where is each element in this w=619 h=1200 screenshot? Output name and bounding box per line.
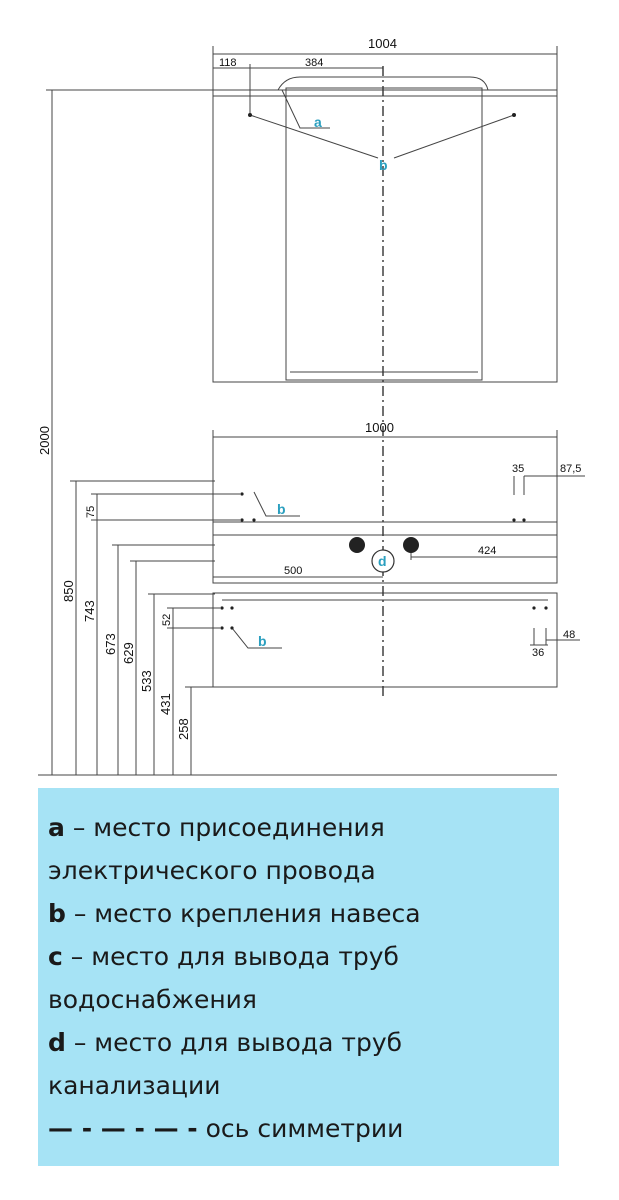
dim-text-384: 384 <box>305 57 323 69</box>
dim-text-1004: 1004 <box>368 36 397 51</box>
legend-line-8: — - — - — - ось симметрии <box>48 1107 549 1150</box>
dim-text-87-5: 87,5 <box>560 463 581 475</box>
mount-point-lower-2 <box>230 606 234 610</box>
legend-text: – место для вывода труб <box>62 942 399 971</box>
dim-text-1000: 1000 <box>365 420 394 435</box>
legend-key-axis: — - — - — - <box>48 1114 198 1143</box>
legend-line-2: электрического провода <box>48 849 549 892</box>
mirror-glass-panel <box>285 87 483 381</box>
water-pipe-outlet-right <box>403 537 419 553</box>
leader-b-right <box>393 114 515 159</box>
dim-text-48: 48 <box>563 629 575 641</box>
dim-text-75: 75 <box>85 506 97 518</box>
mount-point-upper-3 <box>252 518 256 522</box>
legend-text: электрического провода <box>48 856 376 885</box>
legend-text: – место для вывода труб <box>65 1028 403 1057</box>
legend-line-4: c – место для вывода труб <box>48 935 549 978</box>
legend-key-c: c <box>48 942 63 971</box>
dim-text-500: 500 <box>284 565 302 577</box>
mount-point-lower-3 <box>220 626 224 630</box>
tag-b-upper: b <box>277 501 286 517</box>
mount-point-mirror-left <box>248 113 252 117</box>
dim-text-743: 743 <box>82 600 97 622</box>
dim-text-118: 118 <box>219 57 237 69</box>
mount-point-lower-4 <box>230 626 234 630</box>
drain-outlet <box>371 549 395 573</box>
dim-text-424: 424 <box>478 545 496 557</box>
mount-point-upper-2 <box>240 518 244 522</box>
mount-point-lower-6 <box>544 606 548 610</box>
mirror-lamp <box>277 76 489 91</box>
technical-drawing: 1004 118 384 2000 1000 35 87,5 75 850 74… <box>37 36 585 776</box>
dim-text-35: 35 <box>512 463 524 475</box>
legend-line-1: a – место присоединения <box>48 806 549 849</box>
legend-key-b: b <box>48 899 66 928</box>
tag-d: d <box>378 553 387 569</box>
mount-point-mirror-right <box>512 113 516 117</box>
legend-line-7: канализации <box>48 1064 549 1107</box>
tag-b-lower: b <box>258 633 267 649</box>
tag-a: a <box>314 114 322 130</box>
dim-text-52: 52 <box>161 614 173 626</box>
dim-text-36: 36 <box>532 647 544 659</box>
legend-text: – место крепления навеса <box>65 899 421 928</box>
dim-text-2000: 2000 <box>37 426 52 455</box>
dim-text-673: 673 <box>103 633 118 655</box>
dim-text-850: 850 <box>61 580 76 602</box>
upper-drawer-outline <box>212 534 558 584</box>
mirror-cabinet-outline <box>212 89 558 383</box>
legend-text: ось симметрии <box>197 1114 404 1143</box>
legend-key-a: a <box>48 813 65 842</box>
legend-line-5: водоснабжения <box>48 978 549 1021</box>
water-pipe-outlet-left <box>349 537 365 553</box>
mount-point-upper-1 <box>240 492 244 496</box>
dim-text-258: 258 <box>176 718 191 740</box>
leader-a <box>281 89 330 129</box>
tag-b-mirror: b <box>379 157 388 173</box>
dim-text-629: 629 <box>121 642 136 664</box>
dim-text-431: 431 <box>158 693 173 715</box>
legend-text: канализации <box>48 1071 221 1100</box>
leader-b-upper <box>253 491 300 517</box>
mount-point-lower-5 <box>532 606 536 610</box>
legend-key-d: d <box>48 1028 66 1057</box>
dim-text-533: 533 <box>139 670 154 692</box>
mount-point-lower-1 <box>220 606 224 610</box>
mount-point-upper-4 <box>512 518 516 522</box>
leader-b-lower <box>231 627 282 649</box>
countertop-outline <box>212 521 558 536</box>
mount-point-upper-5 <box>522 518 526 522</box>
legend-text: водоснабжения <box>48 985 257 1014</box>
legend-line-3: b – место крепления навеса <box>48 892 549 935</box>
leader-b-left <box>249 114 379 159</box>
legend-text: – место присоединения <box>64 813 385 842</box>
legend-box: a – место присоединения электрического п… <box>38 788 559 1166</box>
legend-line-6: d – место для вывода труб <box>48 1021 549 1064</box>
